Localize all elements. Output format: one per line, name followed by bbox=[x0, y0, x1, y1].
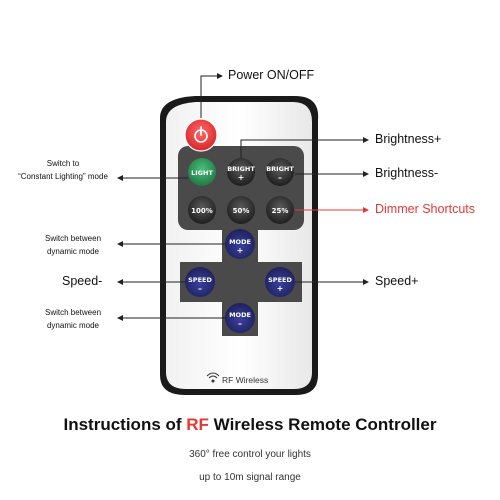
svg-text:MODE: MODE bbox=[229, 311, 251, 319]
title-part2: Wireless Remote Controller bbox=[208, 415, 437, 434]
subtitle-line1: 360° free control your lights bbox=[189, 449, 311, 460]
brightness-minus-label: Brightness- bbox=[375, 166, 439, 180]
mode-up-button[interactable]: MODE + bbox=[225, 229, 255, 259]
bright-up-button[interactable]: BRIGHT + bbox=[227, 158, 255, 186]
svg-text:100%: 100% bbox=[191, 207, 213, 215]
speed-left-button[interactable]: SPEED – bbox=[185, 267, 215, 297]
svg-text:25%: 25% bbox=[272, 207, 289, 215]
svg-text:50%: 50% bbox=[233, 207, 250, 215]
subtitle-line2: up to 10m signal range bbox=[199, 472, 301, 483]
wireless-icon bbox=[206, 372, 220, 383]
pct50-button[interactable]: 50% bbox=[227, 196, 255, 224]
pct100-button[interactable]: 100% bbox=[188, 196, 216, 224]
svg-text:BRIGHT: BRIGHT bbox=[227, 165, 255, 173]
switch-constant-label: Switch to “Constant Lighting” mode bbox=[5, 157, 121, 183]
mode-down-button[interactable]: MODE – bbox=[225, 303, 255, 333]
switch-dynamic-bottom-label: Switch between dynamic mode bbox=[28, 306, 118, 332]
svg-text:LIGHT: LIGHT bbox=[191, 169, 213, 177]
bright-down-button[interactable]: BRIGHT – bbox=[266, 158, 294, 186]
svg-text:+: + bbox=[237, 246, 244, 255]
power-button[interactable] bbox=[184, 118, 218, 152]
brightness-plus-label: Brightness+ bbox=[375, 132, 442, 146]
switch-dynamic-top-label: Switch between dynamic mode bbox=[28, 232, 118, 258]
power-arrow bbox=[200, 73, 223, 118]
page-title: Instructions of RF Wireless Remote Contr… bbox=[0, 415, 500, 435]
switch-dynamic-bottom-line2: dynamic mode bbox=[46, 321, 100, 330]
svg-text:+: + bbox=[277, 284, 284, 293]
speed-plus-label: Speed+ bbox=[375, 274, 419, 288]
svg-text:MODE: MODE bbox=[229, 238, 251, 246]
remote-brand-label: RF Wireless bbox=[222, 375, 269, 385]
svg-text:–: – bbox=[238, 319, 242, 328]
switch-constant-line1: Switch to bbox=[46, 159, 80, 168]
title-highlight: RF bbox=[186, 415, 209, 434]
svg-text:SPEED: SPEED bbox=[188, 276, 212, 284]
svg-text:BRIGHT: BRIGHT bbox=[266, 165, 294, 173]
dimmer-label: Dimmer Shortcuts bbox=[375, 202, 476, 216]
switch-constant-line2: “Constant Lighting” mode bbox=[18, 172, 108, 181]
switch-dynamic-top-line2: dynamic mode bbox=[46, 247, 100, 256]
brightness-plus-arrow bbox=[240, 137, 369, 158]
switch-dynamic-bottom-line1: Switch between bbox=[44, 308, 102, 317]
svg-text:–: – bbox=[198, 284, 202, 293]
button-cluster-cross bbox=[180, 226, 302, 336]
pct25-button[interactable]: 25% bbox=[266, 196, 294, 224]
svg-text:SPEED: SPEED bbox=[268, 276, 292, 284]
power-label: Power ON/OFF bbox=[228, 68, 315, 82]
light-button[interactable]: LIGHT bbox=[188, 158, 216, 186]
svg-text:+: + bbox=[238, 173, 245, 182]
speed-minus-label: Speed- bbox=[62, 274, 103, 288]
svg-text:–: – bbox=[278, 173, 282, 182]
speed-right-button[interactable]: SPEED + bbox=[265, 267, 295, 297]
switch-dynamic-top-line1: Switch between bbox=[44, 234, 102, 243]
title-part1: Instructions of bbox=[63, 415, 187, 434]
